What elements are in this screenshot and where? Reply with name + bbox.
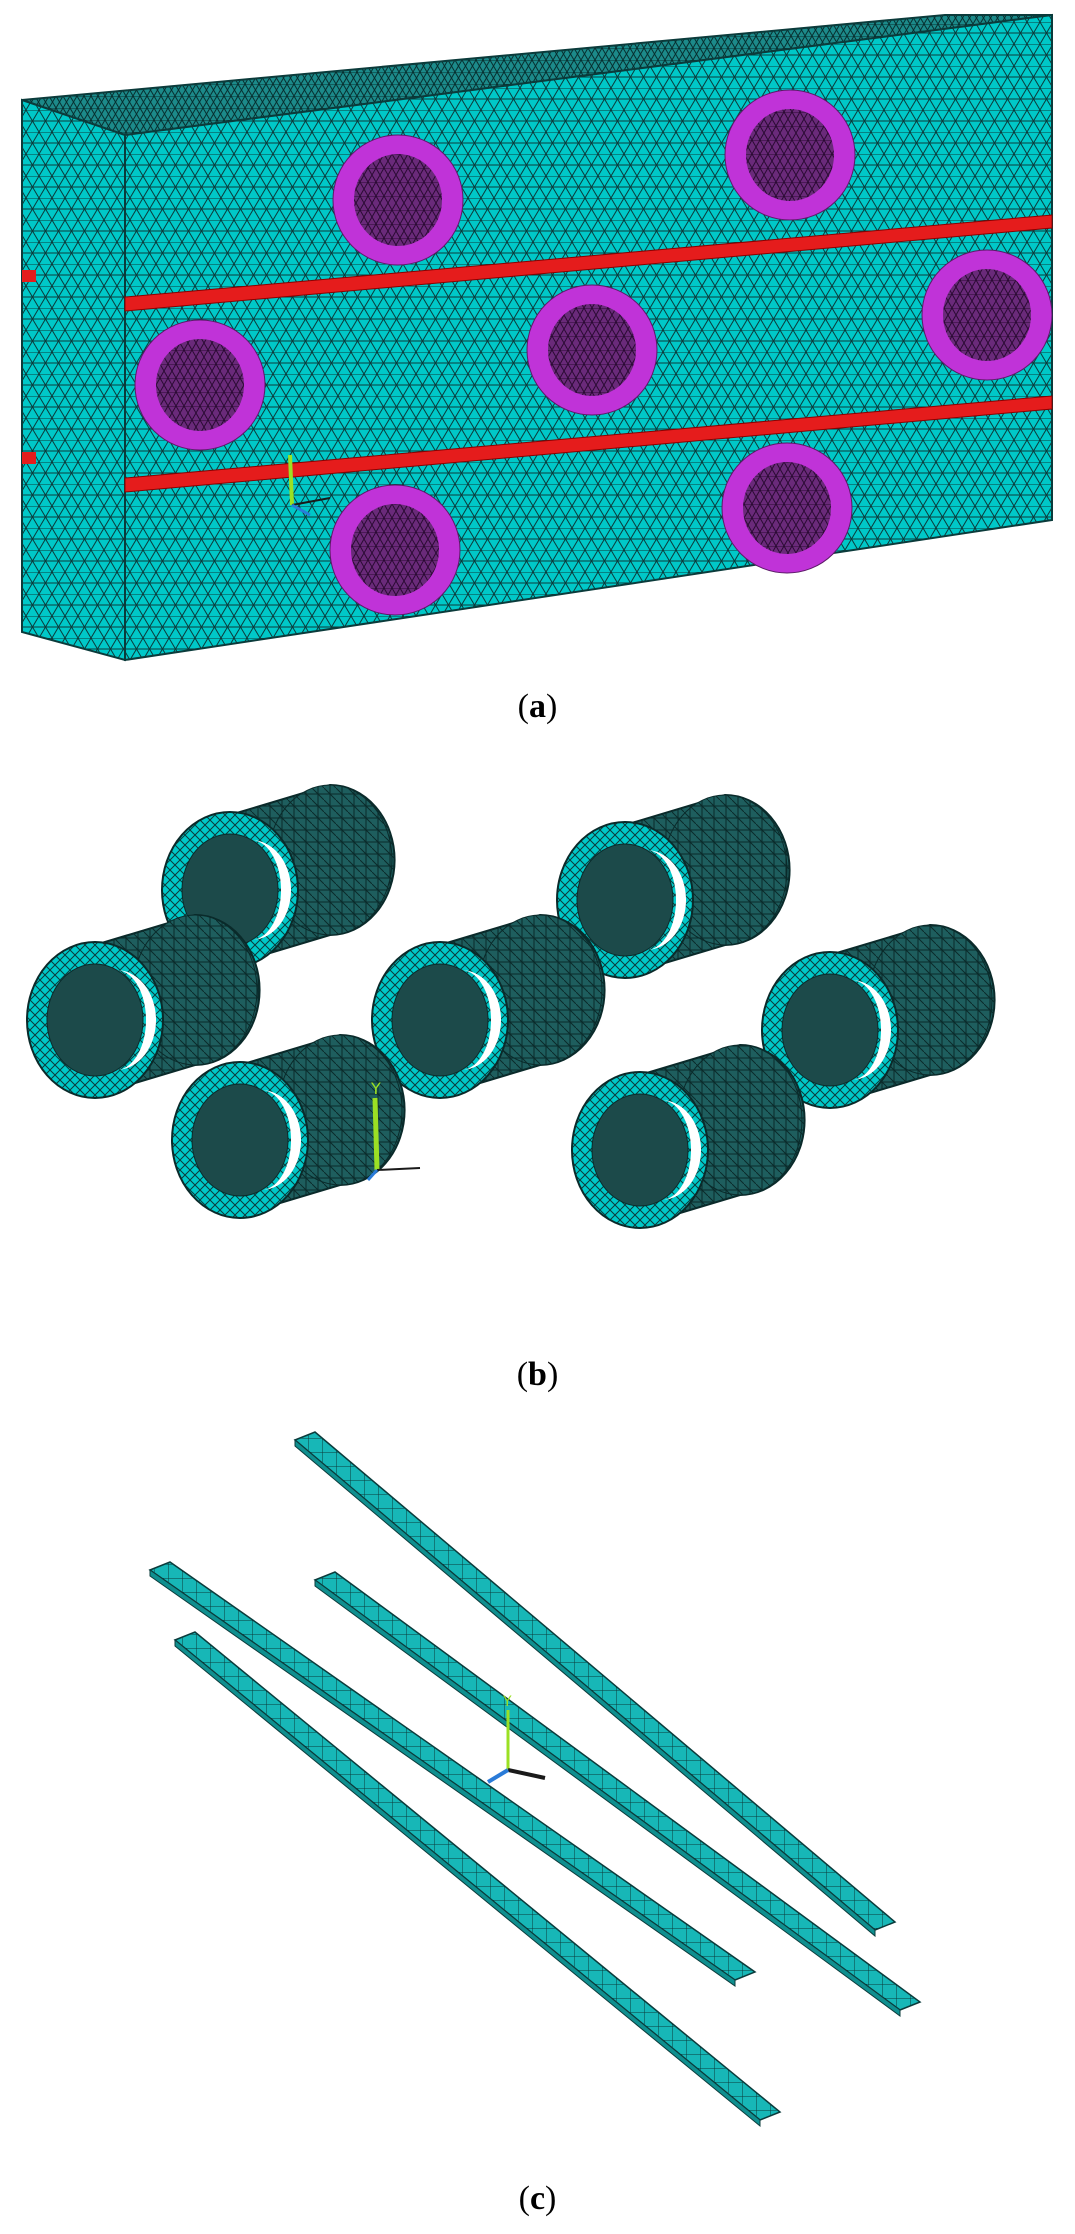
axis-triad-b: Y: [366, 1079, 421, 1182]
block-left-face: [21, 98, 126, 662]
tube-4: [371, 913, 606, 1099]
strip-1: [293, 1431, 897, 1938]
sleeve-tube-6: [329, 484, 461, 616]
rib-upper-end: [22, 270, 36, 282]
sleeve-tube-5: [921, 249, 1053, 381]
sleeve-tube-2: [724, 89, 856, 221]
axis-triad-c: Y: [486, 1694, 546, 1784]
caption-b: (b): [516, 1356, 559, 1393]
sleeve-tube-7: [721, 442, 853, 574]
axis-y-label-c: Y: [502, 1694, 512, 1710]
tube-6: [171, 1033, 406, 1219]
sleeve-tube-4: [526, 284, 658, 416]
meshed-block-drawing: [21, 13, 1053, 662]
strip-2: [148, 1561, 757, 1987]
tube-3: [26, 913, 261, 1099]
tube-2: [556, 793, 791, 979]
caption-c: (c): [518, 2180, 557, 2217]
panel-b-tube-array: Y: [0, 740, 1075, 1360]
rib-lower: [124, 395, 1053, 493]
strip-3: [313, 1571, 922, 2017]
tube-5: [761, 923, 996, 1109]
panel-a-meshed-block: [0, 0, 1075, 690]
sleeve-tube-1: [332, 134, 464, 266]
rib-lower-end: [22, 452, 36, 464]
strip-array-drawing: Y: [148, 1431, 922, 2128]
sleeve-tube-3: [134, 319, 266, 451]
axis-triad-a: [288, 454, 331, 517]
panel-c-strip-array: Y: [0, 1410, 1075, 2160]
caption-a: (a): [517, 688, 558, 725]
rib-upper: [124, 214, 1053, 312]
tube-array-drawing: Y: [26, 783, 996, 1229]
axis-y-label-b: Y: [370, 1079, 381, 1098]
strip-4: [173, 1631, 782, 2128]
tube-7: [571, 1043, 806, 1229]
